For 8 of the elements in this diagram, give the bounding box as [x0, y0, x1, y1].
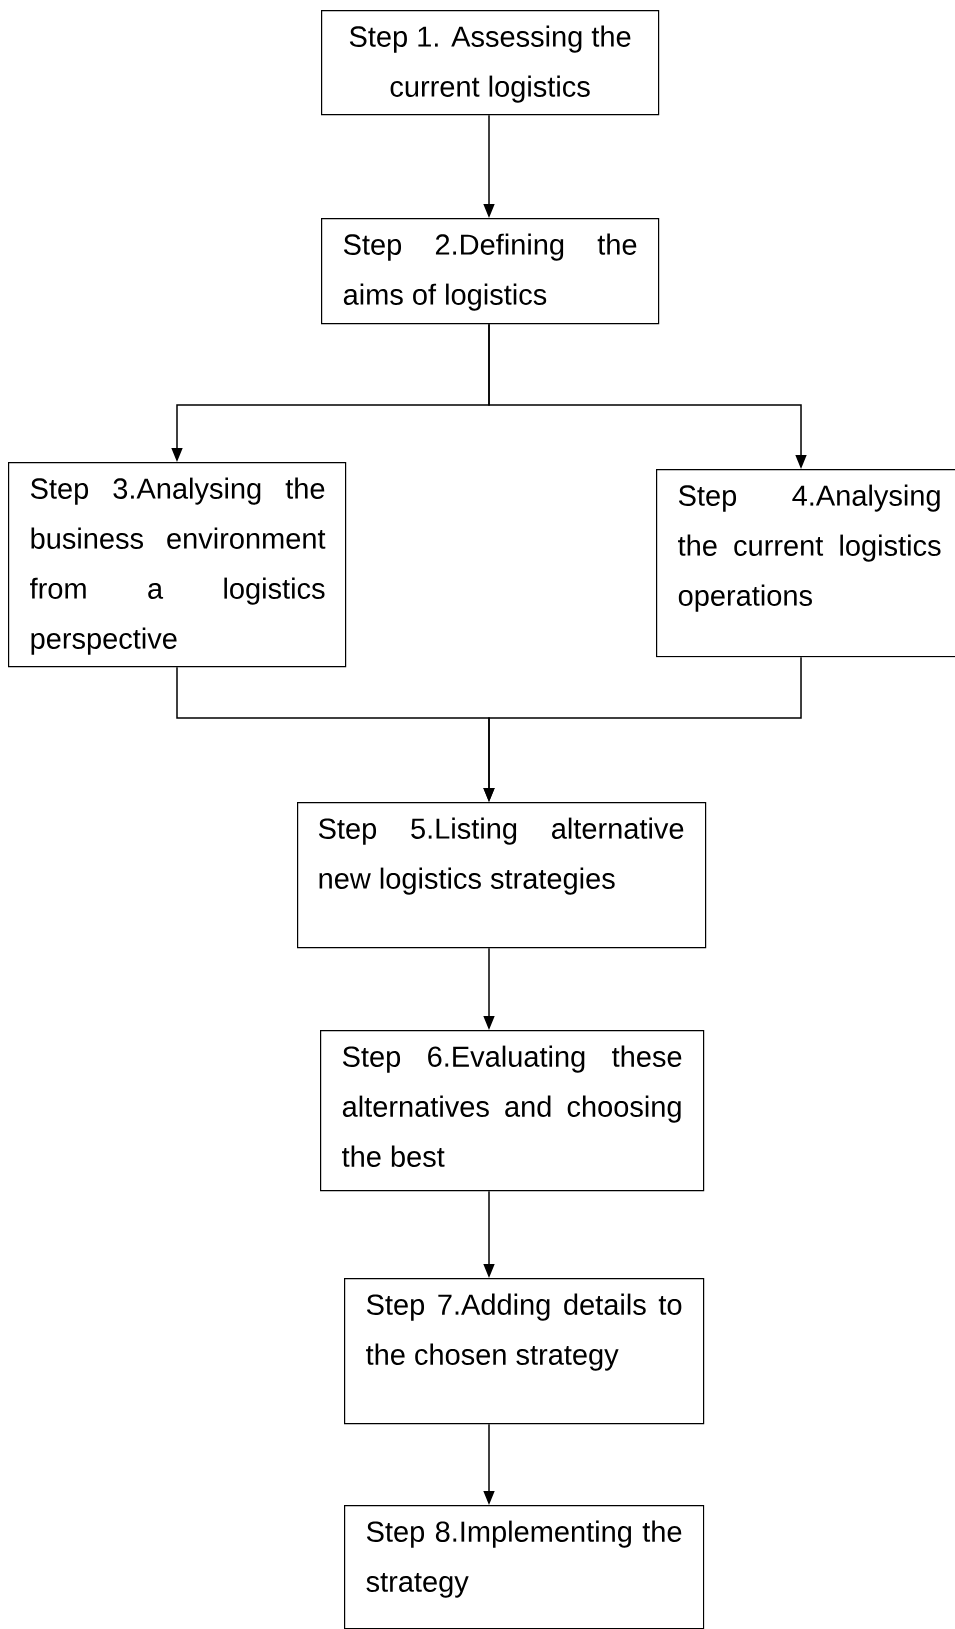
step-box: Step 4.Analysing the current logistics operations: [656, 469, 955, 658]
step-box: Step 1. Assessing the current logistics: [321, 10, 660, 116]
step-box: Step 6.Evaluating these alternatives and choosing the best: [320, 1030, 705, 1192]
step-box: Step 5.Listing alternative new logistics strategies: [297, 802, 707, 949]
step-box: Step 2.Defining the aims of logistics: [321, 218, 660, 325]
step-box: Step 7.Adding details to the chosen strategy: [344, 1278, 705, 1425]
step-box: Step 8.Implementing the strategy: [344, 1505, 705, 1629]
step-box: Step 3.Analysing the business environment from a logistics perspective: [8, 462, 347, 668]
